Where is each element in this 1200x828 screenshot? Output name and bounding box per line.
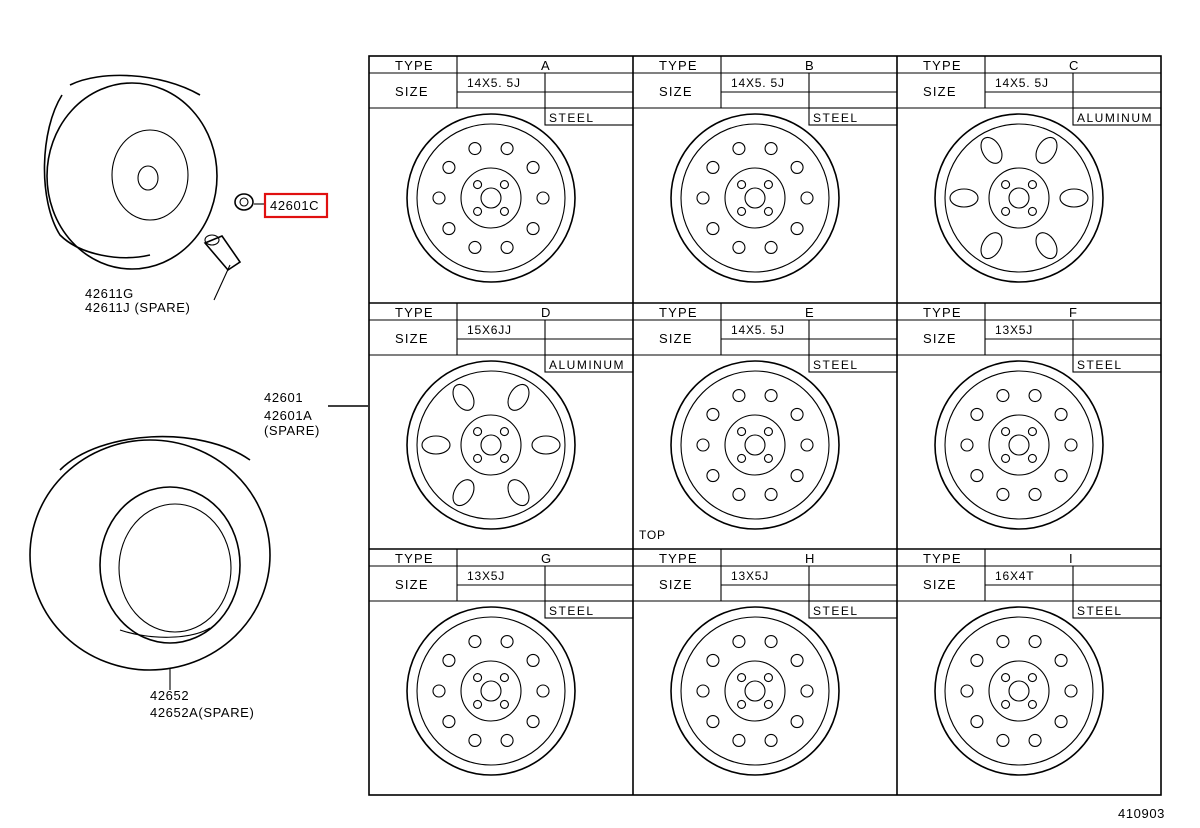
- table-border: [368, 55, 1162, 796]
- diagram-code: 410903: [1118, 806, 1165, 821]
- material-label: STEEL: [549, 604, 595, 618]
- lug-nut-highlight-box: [263, 192, 329, 219]
- type-label: TYPE: [395, 551, 434, 566]
- material-label: STEEL: [1077, 358, 1123, 372]
- type-value: G: [541, 551, 552, 566]
- wheel-drawing-a: [406, 113, 576, 283]
- wheel-cell-g[interactable]: TYPE SIZE G 13X5J STEEL: [369, 549, 634, 795]
- size-label: SIZE: [923, 331, 957, 346]
- material-label: STEEL: [549, 111, 595, 125]
- type-label: TYPE: [923, 58, 962, 73]
- size-value: 13X5J: [731, 569, 769, 583]
- size-value: 14X5. 5J: [995, 76, 1049, 90]
- wheel-cell-i[interactable]: TYPE SIZE I 16X4T STEEL: [897, 549, 1162, 776]
- size-label: SIZE: [659, 84, 693, 99]
- valve-spare-part-number[interactable]: 42611J (SPARE): [85, 300, 190, 315]
- size-value: 14X5. 5J: [467, 76, 521, 90]
- top-mark-label: TOP: [639, 528, 666, 542]
- wheel-cell-f[interactable]: TYPE SIZE F 13X5J STEEL: [897, 303, 1162, 550]
- valve-part-number[interactable]: 42611G: [85, 286, 134, 301]
- size-value: 14X5. 5J: [731, 76, 785, 90]
- size-label: SIZE: [395, 577, 429, 592]
- material-label: STEEL: [813, 358, 859, 372]
- wheel-drawing-d: [406, 360, 576, 530]
- wheel-cell-e[interactable]: TYPE SIZE E 14X5. 5J STEEL TOP: [633, 303, 898, 550]
- wheel-spare-label: (SPARE): [264, 423, 320, 438]
- type-value: B: [805, 58, 815, 73]
- wheel-cell-b[interactable]: TYPE SIZE B 14X5. 5J STEEL: [633, 56, 898, 304]
- material-label: STEEL: [813, 111, 859, 125]
- size-value: 16X4T: [995, 569, 1034, 583]
- wheel-drawing-g: [406, 606, 576, 776]
- wheel-drawing-h: [670, 606, 840, 776]
- wheel-cell-h[interactable]: TYPE SIZE H 13X5J STEEL: [633, 549, 898, 795]
- type-value: F: [1069, 305, 1078, 320]
- valve-stem-drawing: [203, 234, 242, 301]
- type-label: TYPE: [395, 305, 434, 320]
- type-label: TYPE: [923, 551, 962, 566]
- size-label: SIZE: [659, 577, 693, 592]
- wheel-cell-d[interactable]: TYPE SIZE D 15X6JJ ALUMINUM: [369, 303, 634, 550]
- wheel-type-table: TYPE SIZE A 14X5. 5J STEEL TYPE SIZE B 14X5. 5J S…: [368, 55, 1162, 796]
- material-label: ALUMINUM: [549, 358, 625, 372]
- size-value: 13X5J: [995, 323, 1033, 337]
- material-label: STEEL: [1077, 604, 1123, 618]
- type-value: H: [805, 551, 816, 566]
- wheel-drawing-b: [670, 113, 840, 283]
- material-label: ALUMINUM: [1077, 111, 1153, 125]
- tire-drawing: [29, 435, 271, 690]
- type-value: I: [1069, 551, 1074, 566]
- type-value: E: [805, 305, 815, 320]
- size-label: SIZE: [923, 84, 957, 99]
- wheel-part-number[interactable]: 42601: [264, 390, 303, 405]
- size-value: 14X5. 5J: [731, 323, 785, 337]
- wheel-drawing-i: [934, 606, 1104, 776]
- tire-spare-part-number[interactable]: 42652A(SPARE): [150, 705, 254, 720]
- tire-part-number[interactable]: 42652: [150, 688, 189, 703]
- wheel-drawing-f: [934, 360, 1104, 530]
- wheel-cell-a[interactable]: TYPE SIZE A 14X5. 5J STEEL: [369, 56, 634, 304]
- wheel-spare-part-number[interactable]: 42601A: [264, 408, 312, 423]
- size-label: SIZE: [659, 331, 693, 346]
- lug-nut-drawing: [234, 193, 266, 211]
- type-label: TYPE: [659, 58, 698, 73]
- wheel-assembly-drawing: [43, 74, 218, 270]
- wheel-drawing-c: [934, 113, 1104, 283]
- lug-nut-part-number[interactable]: 42601C: [270, 198, 319, 213]
- type-value: C: [1069, 58, 1080, 73]
- wheel-cell-c[interactable]: TYPE SIZE C 14X5. 5J ALUMINUM: [897, 56, 1162, 304]
- size-label: SIZE: [923, 577, 957, 592]
- type-label: TYPE: [395, 58, 434, 73]
- size-value: 13X5J: [467, 569, 505, 583]
- type-value: D: [541, 305, 552, 320]
- size-label: SIZE: [395, 84, 429, 99]
- type-label: TYPE: [923, 305, 962, 320]
- material-label: STEEL: [813, 604, 859, 618]
- size-value: 15X6JJ: [467, 323, 512, 337]
- wheel-drawing-e: [670, 360, 840, 530]
- type-label: TYPE: [659, 305, 698, 320]
- type-value: A: [541, 58, 551, 73]
- type-label: TYPE: [659, 551, 698, 566]
- size-label: SIZE: [395, 331, 429, 346]
